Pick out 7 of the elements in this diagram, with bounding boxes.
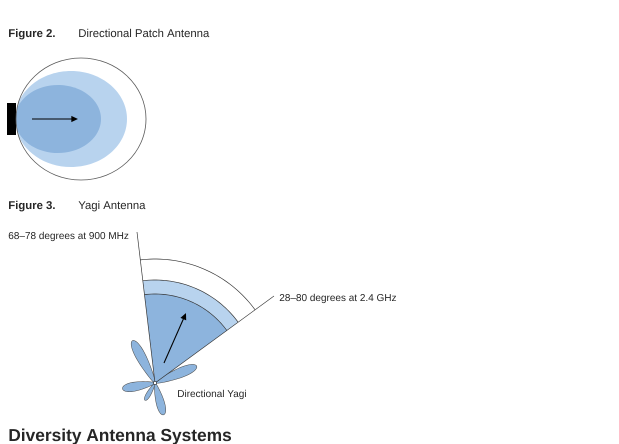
angle-label: 68–78 degrees at 900 MHz (8, 232, 128, 242)
figure-title: Directional Patch Antenna (79, 28, 210, 38)
angle-label: 28–80 degrees at 2.4 GHz (280, 294, 396, 304)
antenna-label: Directional Yagi (178, 390, 246, 400)
figure-number: Figure 2. (9, 28, 55, 40)
figure-number: Figure 3. (9, 200, 55, 212)
figure-title: Yagi Antenna (78, 200, 146, 212)
